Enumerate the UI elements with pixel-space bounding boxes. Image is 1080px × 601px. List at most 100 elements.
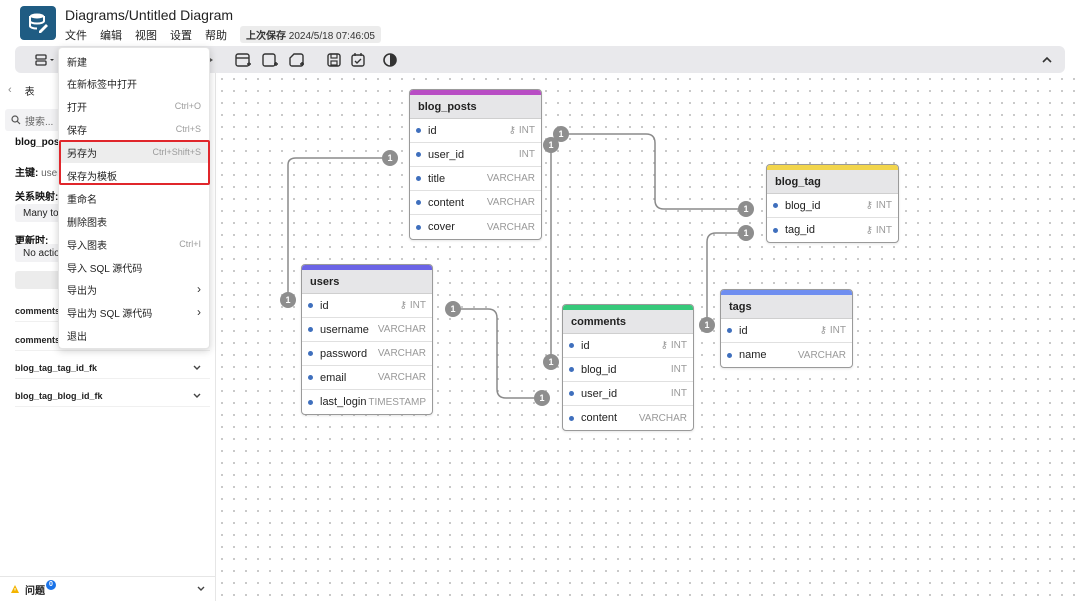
relation-cardinality-marker[interactable]: 1 bbox=[445, 301, 461, 317]
field-dot[interactable] bbox=[727, 328, 732, 333]
field-name: title bbox=[428, 172, 446, 185]
menu-item-exit[interactable]: 退出 bbox=[59, 324, 209, 346]
field-dot[interactable] bbox=[416, 224, 421, 230]
collapse-toolbar-button[interactable] bbox=[1037, 50, 1057, 69]
chevron-down-icon[interactable] bbox=[192, 392, 202, 400]
menu-item-delete-diagram[interactable]: 删除图表 bbox=[59, 210, 209, 232]
table-header[interactable]: comments bbox=[563, 310, 693, 334]
menu-item-new[interactable]: 新建 bbox=[59, 50, 209, 72]
menu-help[interactable]: 帮助 bbox=[205, 30, 227, 42]
sidebar-relation-item[interactable]: comments bbox=[15, 329, 210, 351]
app-header: Diagrams/Untitled Diagram 文件 编辑 视图 设置 帮助… bbox=[0, 0, 1080, 44]
menu-item-save-as-template[interactable]: 保存为模板 bbox=[59, 164, 209, 186]
chevron-down-icon[interactable] bbox=[192, 364, 202, 372]
highlight-annotation-box bbox=[59, 140, 210, 185]
relation-cardinality-marker[interactable]: 1 bbox=[280, 292, 296, 308]
theme-toggle-button[interactable] bbox=[380, 50, 400, 69]
add-note-button[interactable] bbox=[287, 50, 307, 69]
table-field-row[interactable]: tag_id⚷INT bbox=[767, 218, 898, 242]
field-dot[interactable] bbox=[569, 367, 574, 372]
table-field-row[interactable]: id⚷INT bbox=[563, 334, 693, 358]
table-field-row[interactable]: id⚷INT bbox=[721, 319, 852, 343]
add-table-button[interactable] bbox=[233, 50, 253, 69]
field-dot[interactable] bbox=[308, 351, 313, 356]
field-dot[interactable] bbox=[416, 200, 421, 205]
menu-item-open-new-tab[interactable]: 在新标签中打开 bbox=[59, 72, 209, 94]
field-dot[interactable] bbox=[569, 343, 574, 348]
field-dot[interactable] bbox=[773, 227, 778, 233]
layout-menu-button[interactable] bbox=[33, 50, 57, 69]
relation-cardinality-marker[interactable]: 1 bbox=[738, 225, 754, 241]
table-field-row[interactable]: id⚷INT bbox=[302, 294, 432, 318]
diagram-title[interactable]: Diagrams/Untitled Diagram bbox=[65, 7, 234, 23]
app-logo[interactable] bbox=[20, 6, 56, 40]
relation-cardinality-marker[interactable]: 1 bbox=[543, 354, 559, 370]
table-header[interactable]: blog_tag bbox=[767, 170, 898, 194]
schedule-button[interactable] bbox=[348, 50, 368, 69]
table-field-row[interactable]: blog_id⚷INT bbox=[767, 194, 898, 218]
menu-item-export-sql[interactable]: 导出为 SQL 源代码› bbox=[59, 301, 209, 323]
menu-item-export-as[interactable]: 导出为› bbox=[59, 278, 209, 300]
menu-settings[interactable]: 设置 bbox=[170, 30, 192, 42]
field-type: INT bbox=[518, 125, 535, 136]
relation-cardinality-marker[interactable]: 1 bbox=[553, 126, 569, 142]
relation-cardinality-marker[interactable]: 1 bbox=[382, 150, 398, 166]
key-icon: ⚷ bbox=[660, 340, 668, 351]
table-blog-tag[interactable]: blog_tag blog_id⚷INT tag_id⚷INT bbox=[766, 164, 899, 243]
field-dot[interactable] bbox=[727, 352, 732, 358]
table-field-row[interactable]: id⚷INT bbox=[410, 119, 541, 143]
field-type: INT bbox=[518, 149, 535, 160]
table-header[interactable]: users bbox=[302, 270, 432, 294]
field-dot[interactable] bbox=[416, 152, 421, 157]
field-dot[interactable] bbox=[308, 375, 313, 380]
relation-cardinality-marker[interactable]: 1 bbox=[699, 317, 715, 333]
field-dot[interactable] bbox=[308, 399, 313, 405]
field-dot[interactable] bbox=[569, 391, 574, 396]
menu-edit[interactable]: 编辑 bbox=[100, 30, 122, 42]
field-dot[interactable] bbox=[416, 176, 421, 181]
menu-view[interactable]: 视图 bbox=[135, 30, 157, 42]
field-dot[interactable] bbox=[773, 203, 778, 208]
menu-item-import-sql[interactable]: 导入 SQL 源代码 bbox=[59, 256, 209, 278]
table-header[interactable]: tags bbox=[721, 295, 852, 319]
menu-item-rename[interactable]: 重命名 bbox=[59, 187, 209, 209]
menu-file[interactable]: 文件 bbox=[65, 30, 87, 42]
tab-tables[interactable]: 表 bbox=[24, 86, 35, 98]
chevron-left-icon[interactable]: ‹ bbox=[8, 84, 12, 96]
chevron-down-icon[interactable] bbox=[196, 585, 206, 593]
relation-cardinality-marker[interactable]: 1 bbox=[534, 390, 550, 406]
field-dot[interactable] bbox=[416, 128, 421, 133]
sidebar-relation-item[interactable]: blog_tag_blog_id_fk bbox=[15, 385, 210, 407]
relation-cardinality-marker[interactable]: 1 bbox=[738, 201, 754, 217]
field-dot[interactable] bbox=[308, 327, 313, 332]
table-header[interactable]: blog_posts bbox=[410, 95, 541, 119]
field-dot[interactable] bbox=[569, 415, 574, 421]
save-button[interactable] bbox=[324, 50, 344, 69]
field-dot[interactable] bbox=[308, 303, 313, 308]
sidebar-relation-item[interactable]: blog_tag_tag_id_fk bbox=[15, 357, 210, 379]
add-area-button[interactable] bbox=[260, 50, 280, 69]
relation-cardinality-marker[interactable]: 1 bbox=[543, 137, 559, 153]
field-type: VARCHAR bbox=[638, 412, 687, 424]
issues-panel[interactable]: 问题 0 bbox=[0, 576, 216, 601]
